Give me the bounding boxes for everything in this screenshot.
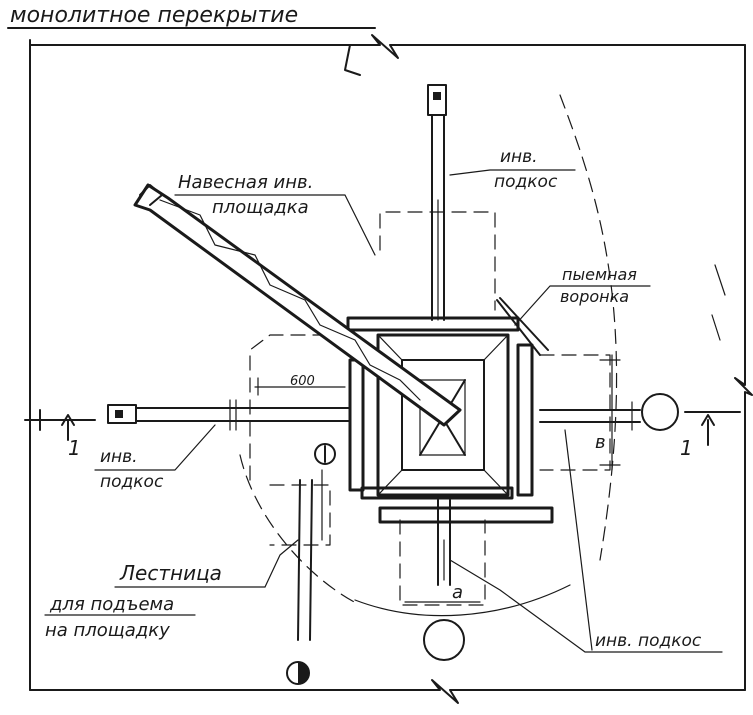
slab-top-edge — [29, 34, 746, 59]
stand-bottom-circle — [423, 619, 465, 661]
hanging-platform-line2: площадка — [212, 197, 309, 218]
brace-top-line2: подкос — [494, 172, 558, 192]
frame-beam-top — [346, 316, 520, 332]
ladder-line1: Лестница — [119, 561, 222, 585]
right-contour-arc — [559, 94, 618, 561]
section-marker-right: 1 — [680, 411, 741, 460]
label-ladder: Лестница для подъема на площадку — [44, 539, 299, 641]
hanging-platform — [133, 183, 462, 427]
brace-top-bolt-icon — [433, 92, 441, 100]
label-hanging-platform: Навесная инв. площадка — [174, 172, 376, 256]
section-right-label: 1 — [680, 436, 693, 460]
bottom-contour-arc — [354, 584, 571, 617]
slab-bottom-edge — [29, 679, 746, 704]
left-dashed-rect — [249, 334, 341, 481]
slab-border — [29, 34, 753, 704]
ladder-line3: на площадку — [45, 620, 170, 641]
hopper-leader — [514, 285, 651, 326]
brace-left-line2: подкос — [100, 472, 164, 492]
header-block: монолитное перекрытие — [7, 3, 376, 29]
brace-left-line1: инв. — [100, 447, 138, 467]
right-contour-ticks — [711, 264, 726, 341]
dim-600-label: 600 — [290, 374, 315, 389]
label-brace-bottom: инв. подкос — [449, 429, 723, 653]
dimension-600: 600 — [254, 374, 346, 396]
frame-post-right — [516, 343, 534, 497]
brace-left — [107, 399, 351, 431]
dimension-b: в — [595, 354, 621, 471]
dim-a-label: а — [452, 582, 463, 603]
platform-end-cap — [139, 184, 163, 206]
ladder-line2: для подъема — [49, 594, 174, 615]
brace-top-leader — [449, 169, 576, 176]
brace-bottom-leader — [449, 559, 723, 653]
brace-right — [539, 393, 679, 431]
section-marker-icon — [61, 414, 75, 441]
top-break-mark — [344, 44, 361, 76]
dimension-a: а — [404, 582, 481, 603]
label-hopper: пыемная воронка — [514, 265, 651, 326]
platform-body — [133, 183, 462, 427]
ladder — [297, 443, 336, 641]
brace-top-line1: инв. — [500, 147, 538, 167]
ladder-leader — [264, 539, 299, 588]
section-marker-icon — [701, 414, 715, 446]
hopper-line1: пыемная — [562, 265, 637, 284]
brace-left-bolt-icon — [115, 410, 123, 418]
bottom-dashed-rect — [399, 519, 486, 606]
label-brace-left: инв. подкос — [94, 424, 216, 492]
hopper-inner — [401, 359, 485, 471]
hopper-line2: воронка — [560, 287, 629, 306]
label-brace-top: инв. подкос — [449, 147, 576, 192]
frame-beam-mid — [360, 486, 514, 500]
stand-right-circle — [641, 393, 679, 431]
header-title: монолитное перекрытие — [10, 3, 298, 28]
stand-bottom-left — [286, 661, 310, 685]
frame-beam-bottom — [378, 506, 554, 524]
slab-right-edge — [734, 44, 753, 691]
platform-truss — [159, 199, 421, 401]
section-left-label: 1 — [68, 436, 81, 460]
brace-bottom-text: инв. подкос — [595, 631, 702, 651]
right-dashed-rect — [539, 354, 611, 471]
brace-bottom — [423, 499, 465, 661]
dim-b-label: в — [595, 432, 606, 453]
hanging-platform-leader — [174, 194, 376, 256]
hopper-outer — [376, 333, 510, 497]
section-marker-left: 1 — [24, 409, 96, 460]
brace-left-leader — [94, 424, 216, 471]
frame-post-left — [348, 358, 365, 492]
hanging-platform-line1: Навесная инв. — [178, 172, 313, 193]
brace-top — [427, 84, 447, 321]
